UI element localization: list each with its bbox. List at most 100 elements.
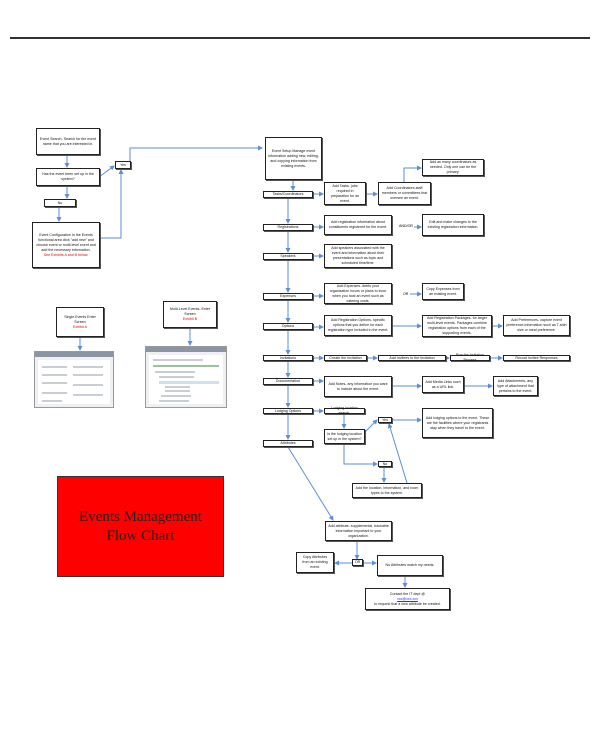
lodging-setup-question-box: Is the lodging location set up in the sy… <box>324 429 365 444</box>
no-text: No <box>57 200 63 205</box>
add-attribute-text: Add attribute- supplemental, trackable i… <box>328 523 389 538</box>
expenses-text: Expenses <box>280 294 296 298</box>
edit-registration-box: Edit and make changes to the existing re… <box>422 214 484 236</box>
no-box: No <box>44 199 76 207</box>
add-location-text: Add the location, information, and room … <box>355 485 419 495</box>
add-tasks-text: Add Tasks- jobs required in preparation … <box>330 183 360 203</box>
add-coordinators-box: Add Coordinators-staff members or commit… <box>378 182 431 205</box>
contact-it-text: Contact the IT dept @ <box>389 591 426 596</box>
add-media-links-text: Add Media Links such as a URL link. <box>425 379 461 389</box>
speakers-text: Speakers <box>280 254 296 258</box>
contact-email-link[interactable]: xxx@xxx.xxx <box>397 596 418 601</box>
no-attributes-match-text: No Attributes match my needs. <box>385 563 435 567</box>
edit-registration-text: Edit and make changes to the existing re… <box>427 220 479 229</box>
add-preferences-box: Add Preferences- capture event preferenc… <box>503 315 570 336</box>
exhibit-b-label: Exhibit B <box>182 317 198 321</box>
lodging-options-text: Lodging Options <box>274 408 302 413</box>
lodging-no-text: No <box>382 461 388 466</box>
and-or-label: AND/OR <box>399 224 413 228</box>
attribute-or-text: OR <box>354 560 361 564</box>
tasks-coordinators-box: Tasks/Coordinators <box>263 191 313 198</box>
add-registration-options-text: Add Registration Options- specific optio… <box>327 318 389 332</box>
header-rule <box>10 37 590 39</box>
add-registration-packages-box: Add Registration Packages- for larger mu… <box>422 315 492 337</box>
lodging-search-text: Lodging location search. <box>331 406 358 415</box>
yes-box: Yes <box>115 161 131 169</box>
single-events-text: Single Events Enter Screen <box>64 314 96 324</box>
copy-attributes-box: Copy Attributes from an existing event. <box>296 552 334 573</box>
add-invitees-box: Add Invitees to the Invitation <box>378 355 446 361</box>
create-invitation-text: Create the Invitation <box>329 355 362 360</box>
copy-expenses-box: Copy Expenses from an existing event. <box>422 283 464 300</box>
run-invitation-box: Run the Invitation Process <box>450 353 490 362</box>
attribute-or-box: OR <box>352 559 363 566</box>
contact-it-tail-text: to request that a new attribute be creat… <box>374 601 441 606</box>
expenses-box: Expenses <box>263 293 313 300</box>
registrations-text: Registrations <box>277 225 299 229</box>
add-attachments-box: Add Attachments- any type of attachment … <box>493 376 538 396</box>
add-many-coordinators-box: Add as many coordinators as needed. Only… <box>422 159 484 176</box>
invitations-box: Invitations <box>263 355 313 361</box>
lodging-setup-question-text: Is the lodging location set up in the sy… <box>327 431 362 441</box>
copy-attributes-text: Copy Attributes from an existing event. <box>302 555 328 569</box>
add-coordinators-text: Add Coordinators-staff members or commit… <box>381 186 428 200</box>
lodging-search-box: Lodging location search. <box>324 406 365 415</box>
add-notes-box: Add Notes- any information you want to i… <box>324 376 392 397</box>
add-expenses-text: Add Expenses- debts your organization in… <box>329 283 387 303</box>
title-line-1: Events Management <box>79 508 202 525</box>
lodging-options-box: Lodging Options <box>263 408 313 414</box>
add-registration-info-box: Add registration information about const… <box>324 215 392 235</box>
attributes-text: Attributes <box>280 441 296 445</box>
add-preferences-text: Add Preferences- capture event preferenc… <box>506 318 567 332</box>
exhibit-a-label: Exhibit A <box>73 324 87 329</box>
add-registration-info-text: Add registration information about const… <box>328 220 388 229</box>
has-event-box: Has the event been set up in the system? <box>36 168 100 186</box>
exhibits-note: See Exhibits A and B below. <box>43 252 89 257</box>
or-label: OR <box>403 292 409 296</box>
flow-chart-title-box: Events Management Flow Chart <box>57 476 224 577</box>
add-expenses-box: Add Expenses- debts your organization in… <box>324 283 392 304</box>
add-invitees-text: Add Invitees to the Invitation <box>389 355 435 360</box>
add-lodging-options-box: Add lodging options to the event. These … <box>422 408 493 438</box>
speakers-box: Speakers <box>263 253 313 260</box>
add-notes-text: Add Notes- any information you want to i… <box>328 381 388 391</box>
add-speakers-box: Add speakers associated with the event a… <box>324 244 392 268</box>
exhibit-a-screenshot <box>34 351 114 408</box>
tasks-coordinators-text: Tasks/Coordinators <box>272 192 304 196</box>
options-text: Options <box>281 324 295 328</box>
multi-level-events-text: Multi-Level Events- Enter Screen <box>169 307 211 316</box>
documentation-text: Documentation <box>275 379 301 383</box>
add-lodging-options-text: Add lodging options to the event. These … <box>425 415 490 430</box>
invitations-text: Invitations <box>279 355 297 360</box>
event-search-text: Event Search- Search for the event name … <box>39 136 97 146</box>
add-location-box: Add the location, information, and room … <box>352 483 422 498</box>
lodging-no-box: No <box>378 461 392 467</box>
lodging-yes-text: Yes <box>382 417 388 422</box>
add-speakers-text: Add speakers associated with the event a… <box>331 246 385 265</box>
add-many-coordinators-text: Add as many coordinators as needed. Only… <box>429 160 477 174</box>
add-media-links-box: Add Media Links such as a URL link. <box>422 376 464 393</box>
lodging-yes-box: Yes <box>378 417 392 423</box>
event-configuration-box: Event Configuration In the Events functi… <box>32 222 100 268</box>
run-invitation-text: Run the Invitation Process <box>456 353 484 362</box>
add-tasks-box: Add Tasks- jobs required in preparation … <box>324 182 366 205</box>
create-invitation-box: Create the Invitation <box>324 355 367 361</box>
copy-expenses-text: Copy Expenses from an existing event. <box>426 286 460 296</box>
has-event-text: Has the event been set up in the system? <box>42 172 94 181</box>
add-registration-options-box: Add Registration Options- specific optio… <box>324 315 392 336</box>
add-registration-packages-text: Add Registration Packages- for larger mu… <box>426 316 488 335</box>
title-line-2: Flow Chart <box>106 527 175 544</box>
attributes-box: Attributes <box>263 440 313 447</box>
event-setup-text: Event Setup Manage event information add… <box>268 148 319 168</box>
exhibit-b-screenshot <box>145 346 227 408</box>
documentation-box: Documentation <box>263 378 313 385</box>
record-responses-box: Record Invitee Responses <box>503 355 570 361</box>
add-attribute-box: Add attribute- supplemental, trackable i… <box>325 521 392 541</box>
record-responses-text: Record Invitee Responses <box>515 355 558 360</box>
registrations-box: Registrations <box>263 224 313 231</box>
